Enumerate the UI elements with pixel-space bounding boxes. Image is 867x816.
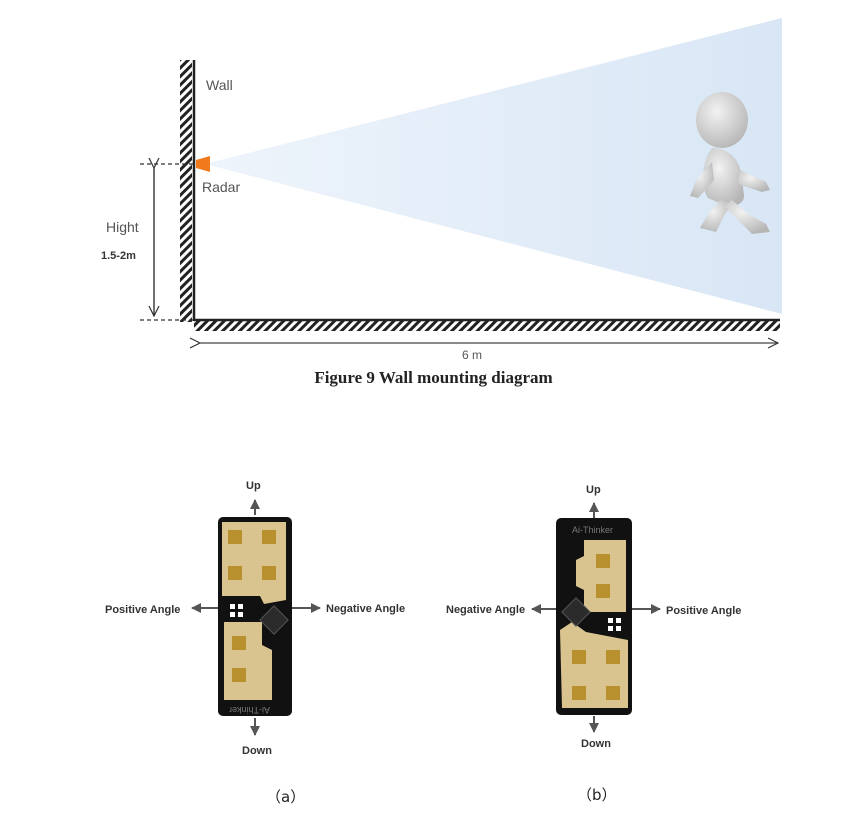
sub-label-a: （a）: [266, 788, 306, 806]
distance-label: 6 m: [462, 348, 482, 362]
wall-label: Wall: [206, 77, 233, 93]
label-down-a: Down: [242, 745, 272, 757]
height-value: 1.5-2m: [101, 250, 136, 262]
antenna-area-b-upper: [576, 540, 626, 612]
label-up-a: Up: [246, 480, 261, 492]
height-label: Hight: [106, 219, 139, 235]
sub-label-b: （b）: [577, 786, 617, 804]
chip-b: [561, 597, 591, 627]
label-up-b: Up: [586, 484, 601, 496]
wall-hatch: [180, 60, 192, 322]
orientation-a: Up Down Positive Angle Negative Angle Ai…: [105, 480, 405, 757]
board-text-a: Ai-Thinker: [229, 705, 270, 715]
radar-device: [196, 156, 210, 172]
label-down-b: Down: [581, 738, 611, 750]
figure-caption: Figure 9 Wall mounting diagram: [314, 368, 553, 387]
board-text-b: Ai-Thinker: [572, 525, 613, 535]
label-right-b: Positive Angle: [666, 605, 741, 617]
chip-a: [259, 605, 289, 635]
label-left-b: Negative Angle: [446, 604, 525, 616]
radar-beam: [205, 18, 782, 314]
orientation-b: Up Down Negative Angle Positive Angle Ai…: [446, 484, 741, 750]
label-left-a: Positive Angle: [105, 604, 180, 616]
label-right-a: Negative Angle: [326, 603, 405, 615]
floor-hatch: [194, 321, 780, 331]
walking-person: [690, 92, 770, 234]
radar-label: Radar: [202, 179, 240, 195]
